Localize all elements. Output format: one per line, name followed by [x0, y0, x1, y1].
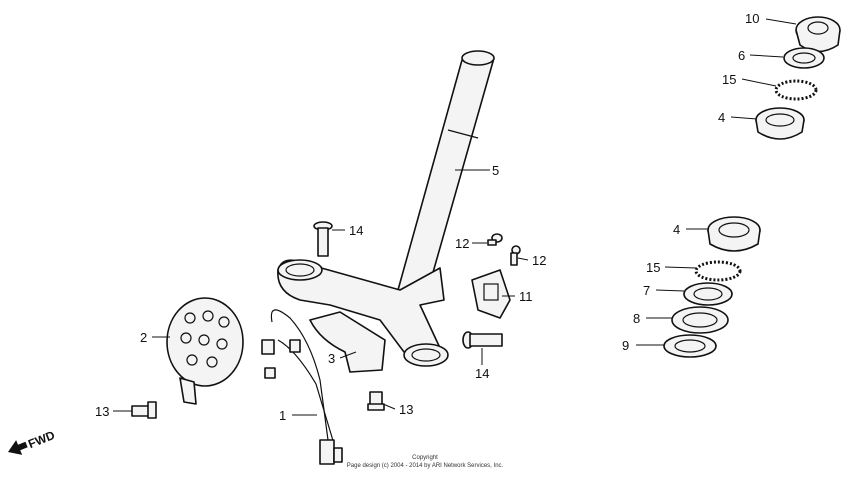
callout-10: 10: [745, 11, 759, 26]
copyright-line2: Page design (c) 2004 - 2014 by ARI Netwo…: [347, 463, 504, 469]
screw-12-left: [487, 233, 503, 246]
leader-lines: [113, 18, 797, 416]
bottom-bridge: [277, 259, 449, 367]
fwd-indicator: FWD: [8, 428, 57, 455]
callout-12-right: 12: [532, 253, 546, 268]
callout-13-left: 13: [95, 404, 109, 419]
callout-4-lower: 4: [673, 222, 680, 237]
callout-8: 8: [633, 311, 640, 326]
switch-13-right: [367, 391, 385, 411]
callout-5: 5: [492, 163, 499, 178]
switch-cover: [471, 269, 511, 319]
switch-13-left: [131, 401, 157, 419]
fwd-arrow-icon: [8, 440, 28, 455]
copyright-line1: Copyright: [412, 455, 438, 461]
steel-balls-upper: [774, 79, 818, 101]
copyright: Copyright Page design (c) 2004 - 2014 by…: [347, 455, 504, 469]
callout-2: 2: [140, 330, 147, 345]
callout-15-upper: 15: [722, 72, 736, 87]
callout-14-lower: 14: [475, 366, 489, 381]
callout-7: 7: [643, 283, 650, 298]
steering-stem-nut: [795, 16, 841, 53]
callout-11: 11: [519, 289, 533, 304]
bearing-race-8: [671, 306, 729, 334]
callout-6: 6: [738, 48, 745, 63]
bearing-race-upper: [755, 107, 805, 140]
steering-stem: [397, 50, 495, 295]
dust-seal-9: [663, 334, 717, 358]
callout-4-upper: 4: [718, 110, 725, 125]
callout-15-lower: 15: [646, 260, 660, 275]
callout-14-upper: 14: [349, 223, 363, 238]
callout-13-right: 13: [399, 402, 413, 417]
fwd-label: FWD: [26, 428, 57, 451]
horn-bracket: [309, 311, 386, 373]
steel-balls-lower: [694, 260, 742, 282]
callout-labels: 10 6 15 4 5 14 12 12 4 15 7 8 9 11 2 3 1…: [95, 11, 759, 423]
horn: [166, 297, 244, 405]
callout-3: 3: [328, 351, 335, 366]
callout-1: 1: [279, 408, 286, 423]
bearing-race-lower: [707, 216, 761, 252]
bolt-14-lower: [462, 331, 503, 349]
screw-12-right: [510, 245, 521, 266]
callout-9: 9: [622, 338, 629, 353]
bearing-race-7: [683, 282, 733, 306]
callout-12-left: 12: [455, 236, 469, 251]
wire-harness: [261, 309, 343, 465]
bolt-14-upper: [313, 221, 333, 257]
dust-seal: [783, 47, 825, 69]
